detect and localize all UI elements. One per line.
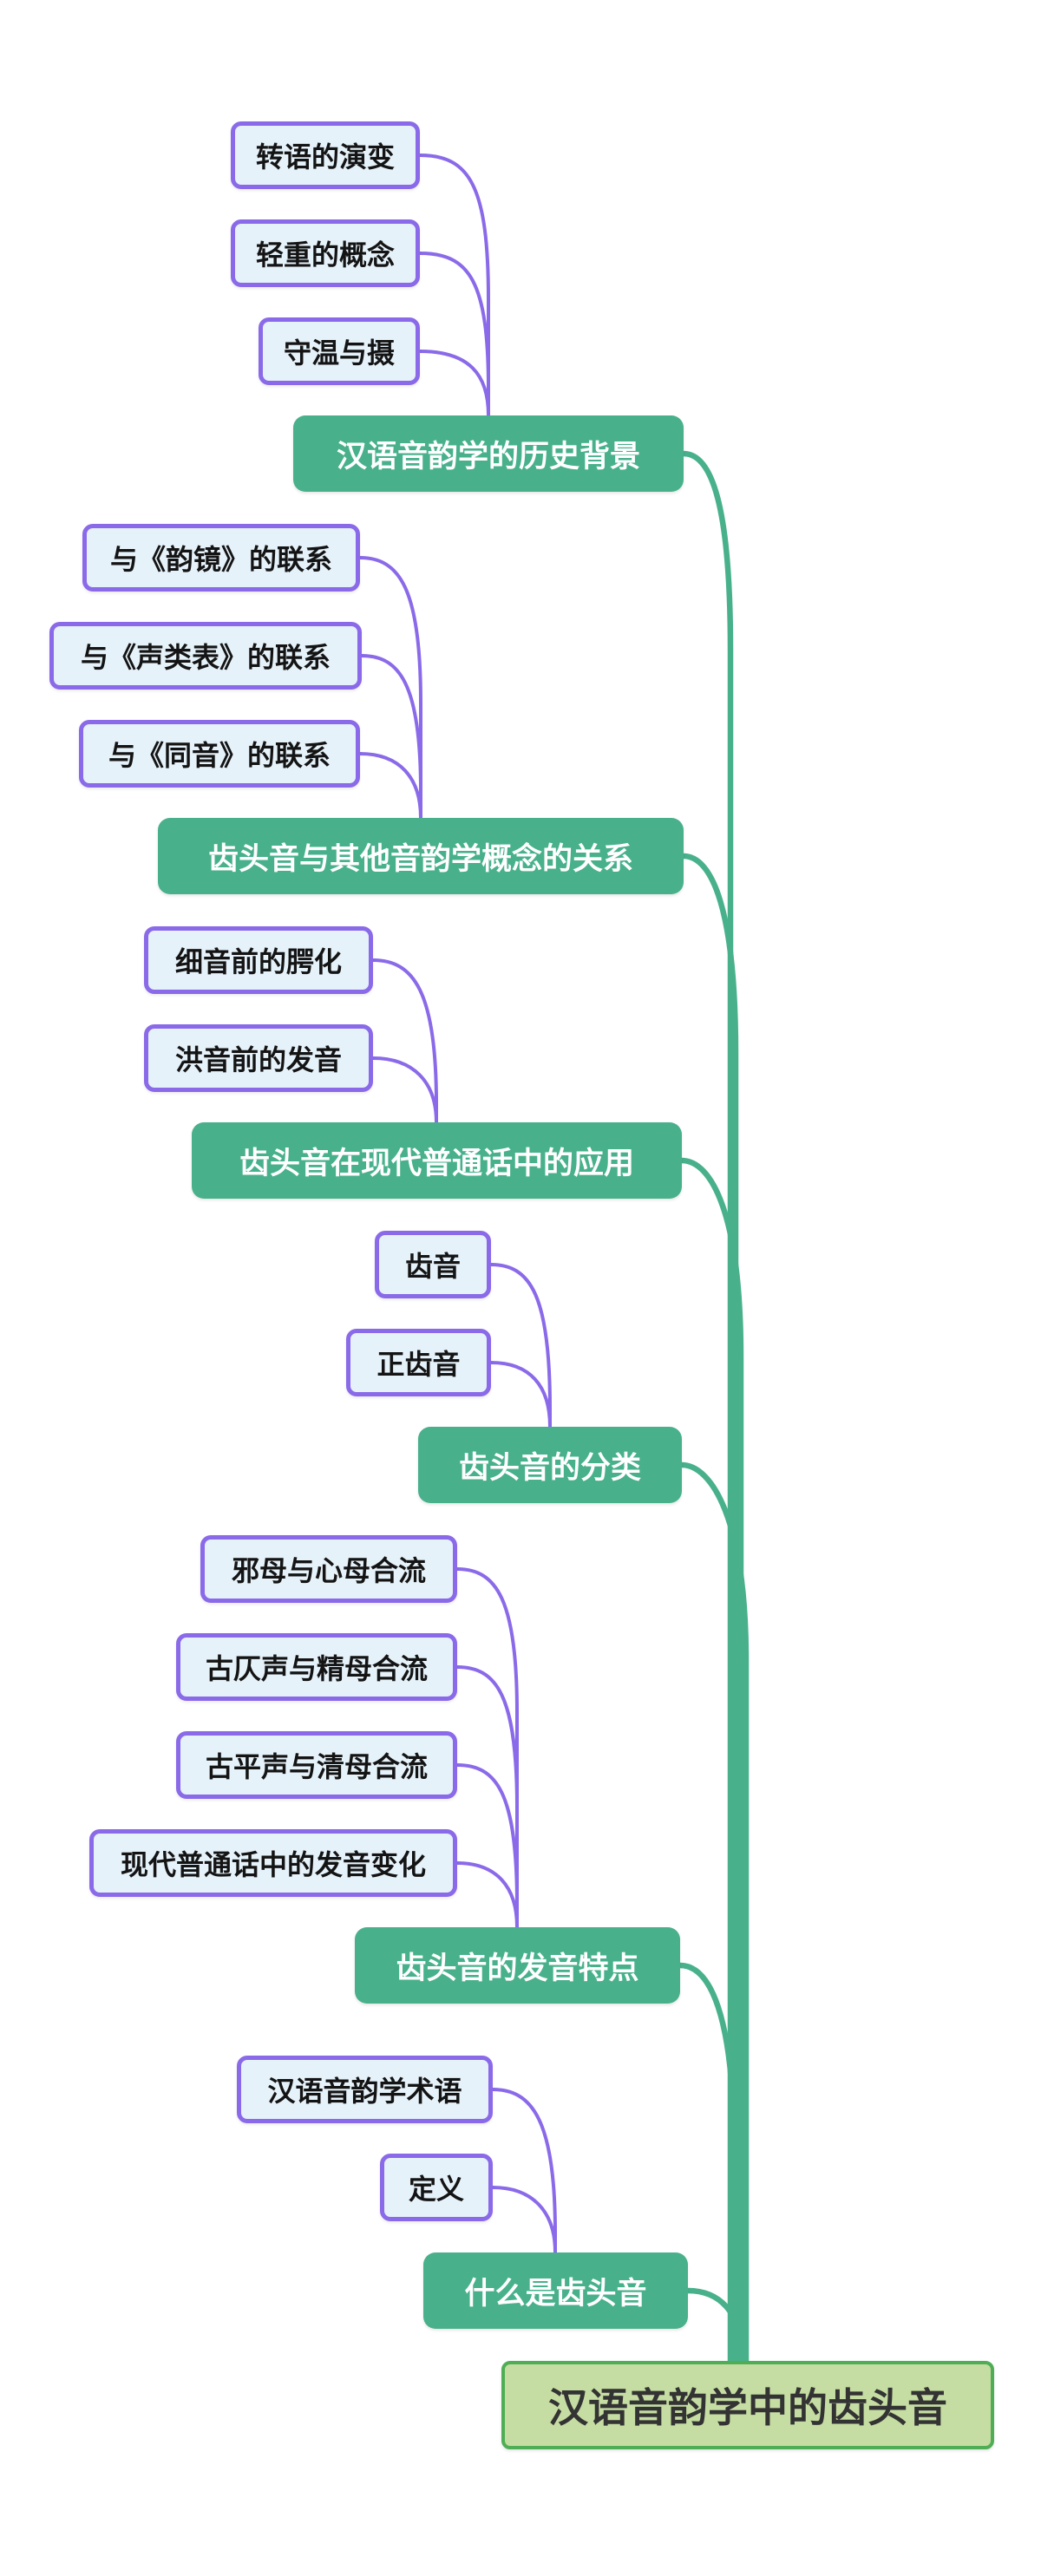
branch-connector [680, 450, 734, 2364]
leaf-connector [456, 1763, 519, 1927]
leaf-connector [359, 556, 422, 818]
branch-node-what-is-chitouyin[interactable]: 什么是齿头音 [423, 2252, 688, 2329]
leaf-node-palatalization-before-xiyin[interactable]: 细音前的腭化 [144, 926, 373, 994]
leaf-connector [419, 154, 490, 415]
leaf-connector [419, 252, 490, 415]
leaf-connector [419, 350, 490, 416]
leaf-node-shengleibiao-connection[interactable]: 与《声类表》的联系 [49, 622, 362, 690]
leaf-node-shouwen-and-she[interactable]: 守温与摄 [259, 317, 420, 385]
leaf-node-xiemu-xinmu-merge[interactable]: 邪母与心母合流 [200, 1535, 457, 1603]
leaf-node-zhengchiyin[interactable]: 正齿音 [346, 1329, 491, 1396]
leaf-connector [361, 654, 422, 818]
leaf-connector [372, 1056, 438, 1123]
branch-node-relation-to-other-concepts[interactable]: 齿头音与其他音韵学概念的关系 [158, 818, 684, 894]
leaf-node-chiyin[interactable]: 齿音 [375, 1231, 491, 1298]
leaf-connector [456, 1665, 519, 1927]
leaf-connector [359, 752, 422, 819]
leaf-node-pronunciation-before-hongyin[interactable]: 洪音前的发音 [144, 1024, 373, 1092]
leaf-connector [490, 1361, 552, 1428]
leaf-node-qingzhong-concept[interactable]: 轻重的概念 [231, 219, 420, 287]
branch-node-history-background[interactable]: 汉语音韵学的历史背景 [293, 415, 684, 492]
leaf-node-definition[interactable]: 定义 [380, 2154, 493, 2221]
branch-connector [684, 2287, 746, 2364]
leaf-node-modern-mandarin-pronunciation-changes[interactable]: 现代普通话中的发音变化 [89, 1829, 457, 1897]
leaf-connector [492, 2088, 557, 2252]
leaf-connector [456, 1567, 519, 1927]
leaf-node-yunjing-connection[interactable]: 与《韵镜》的联系 [82, 524, 360, 592]
root-node-topic[interactable]: 汉语音韵学中的齿头音 [501, 2361, 994, 2449]
branch-node-modern-mandarin-application[interactable]: 齿头音在现代普通话中的应用 [192, 1122, 682, 1199]
leaf-connector [492, 2186, 557, 2253]
branch-connector [680, 853, 739, 2364]
leaf-node-phonology-term[interactable]: 汉语音韵学术语 [237, 2056, 493, 2123]
leaf-connector [372, 958, 438, 1122]
branch-node-pronunciation-features[interactable]: 齿头音的发音特点 [355, 1927, 680, 2004]
branch-connector [677, 1962, 737, 2364]
leaf-node-gupingsheng-qingmu-merge[interactable]: 古平声与清母合流 [176, 1731, 457, 1799]
leaf-node-guzesheng-jingmu-merge[interactable]: 古仄声与精母合流 [176, 1633, 457, 1701]
leaf-connector [456, 1861, 519, 1928]
leaf-node-zhuanyu-evolution[interactable]: 转语的演变 [231, 121, 420, 189]
branch-connector [678, 1157, 744, 2364]
leaf-connector [490, 1263, 552, 1427]
leaf-node-tongyin-connection[interactable]: 与《同音》的联系 [79, 720, 360, 788]
branch-connector [678, 1461, 750, 2364]
branch-node-classification[interactable]: 齿头音的分类 [418, 1427, 682, 1503]
